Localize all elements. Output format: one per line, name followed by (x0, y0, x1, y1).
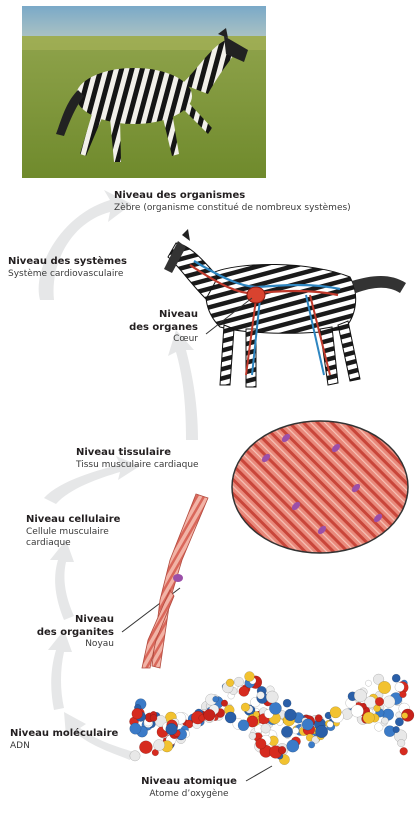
level-atomique-title: Niveau atomique (128, 776, 250, 789)
level-organes-subtitle: Cœur (110, 334, 198, 345)
dna-atom (278, 746, 286, 754)
dna-atom (363, 712, 375, 724)
dna-atom (397, 739, 405, 747)
level-cellulaire-subtitle-1: Cellule musculaire (26, 527, 120, 538)
level-moleculaire-subtitle: ADN (10, 741, 118, 752)
dna-atom (154, 740, 165, 751)
dna-atom (327, 721, 333, 727)
dna-atom (351, 705, 363, 717)
dna-atom (283, 699, 291, 707)
dna-atom (400, 747, 408, 755)
dna-atom (330, 707, 341, 718)
level-organismes-title: Niveau des organismes (114, 190, 351, 203)
dna-atom (287, 740, 299, 752)
level-cellulaire-label: Niveau cellulaire Cellule musculaire car… (26, 514, 120, 549)
dna-atom (315, 725, 327, 737)
dna-atom (166, 723, 178, 735)
dna-atom (261, 724, 271, 734)
dna-atom (392, 674, 400, 682)
dna-atom (393, 726, 400, 733)
dna-atom (269, 702, 281, 714)
dna-atom (249, 732, 256, 739)
dna-atom (256, 739, 267, 750)
dna-atom (381, 717, 388, 724)
dna-atom (378, 681, 391, 694)
dna-atom (375, 697, 384, 706)
level-moleculaire-label: Niveau moléculaire ADN (10, 728, 118, 752)
level-organes-label: Niveau des organes Cœur (110, 309, 198, 345)
dna-atom (266, 691, 278, 703)
muscle-cell (130, 490, 220, 670)
dna-atom (285, 709, 297, 721)
level-organismes-subtitle: Zèbre (organisme constitué de nombreux s… (114, 203, 351, 214)
level-organites-label: Niveau des organites Noyau (24, 614, 114, 650)
dna-atom (308, 742, 315, 749)
level-tissulaire-subtitle: Tissu musculaire cardiaque (76, 460, 199, 471)
dna-atom (354, 689, 367, 702)
dna-atom (292, 727, 299, 734)
level-atomique-label: Niveau atomique Atome d’oxygène (128, 776, 250, 800)
level-systemes-label: Niveau des systèmes Système cardiovascul… (8, 256, 127, 280)
dna-atom (234, 677, 244, 687)
dna-atom (130, 723, 141, 734)
level-moleculaire-title: Niveau moléculaire (10, 728, 118, 741)
dna-atom (383, 696, 395, 708)
dna-atom (239, 686, 249, 696)
level-systemes-subtitle: Système cardiovasculaire (8, 269, 127, 280)
dna-atom (150, 715, 157, 722)
dna-atom (226, 679, 234, 687)
level-organites-subtitle: Noyau (24, 639, 114, 650)
dna-atom (204, 709, 216, 721)
dna-atom (132, 708, 143, 719)
dna-molecule (128, 668, 416, 776)
dna-atom (213, 696, 219, 702)
dna-atom (130, 751, 140, 761)
dna-atom (400, 691, 407, 698)
dna-atom (257, 692, 265, 700)
dna-atom (245, 672, 255, 682)
dna-atom (281, 726, 292, 737)
level-organismes-label: Niveau des organismes Zèbre (organisme c… (114, 190, 351, 214)
dna-atom (221, 700, 228, 707)
level-organes-title-2: des organes (110, 322, 198, 335)
level-organes-title-1: Niveau (110, 309, 198, 322)
level-atomique-subtitle: Atome d’oxygène (128, 789, 250, 800)
dna-atom (365, 680, 371, 686)
dna-atom (241, 703, 250, 712)
level-organites-title-2: des organites (24, 627, 114, 640)
dna-atom (225, 712, 236, 723)
level-organites-title-1: Niveau (24, 614, 114, 627)
dna-atom (395, 682, 404, 691)
cardiac-tissue-circle (226, 418, 414, 556)
level-cellulaire-subtitle-2: cardiaque (26, 538, 120, 549)
dna-atom (139, 741, 152, 754)
dna-atom (238, 720, 249, 731)
dna-atom (302, 719, 313, 730)
level-tissulaire-label: Niveau tissulaire Tissu musculaire cardi… (76, 447, 199, 471)
level-cellulaire-title: Niveau cellulaire (26, 514, 120, 527)
level-tissulaire-title: Niveau tissulaire (76, 447, 199, 460)
dna-atom (315, 715, 322, 722)
dna-atom (402, 713, 408, 719)
level-systemes-title: Niveau des systèmes (8, 256, 127, 269)
